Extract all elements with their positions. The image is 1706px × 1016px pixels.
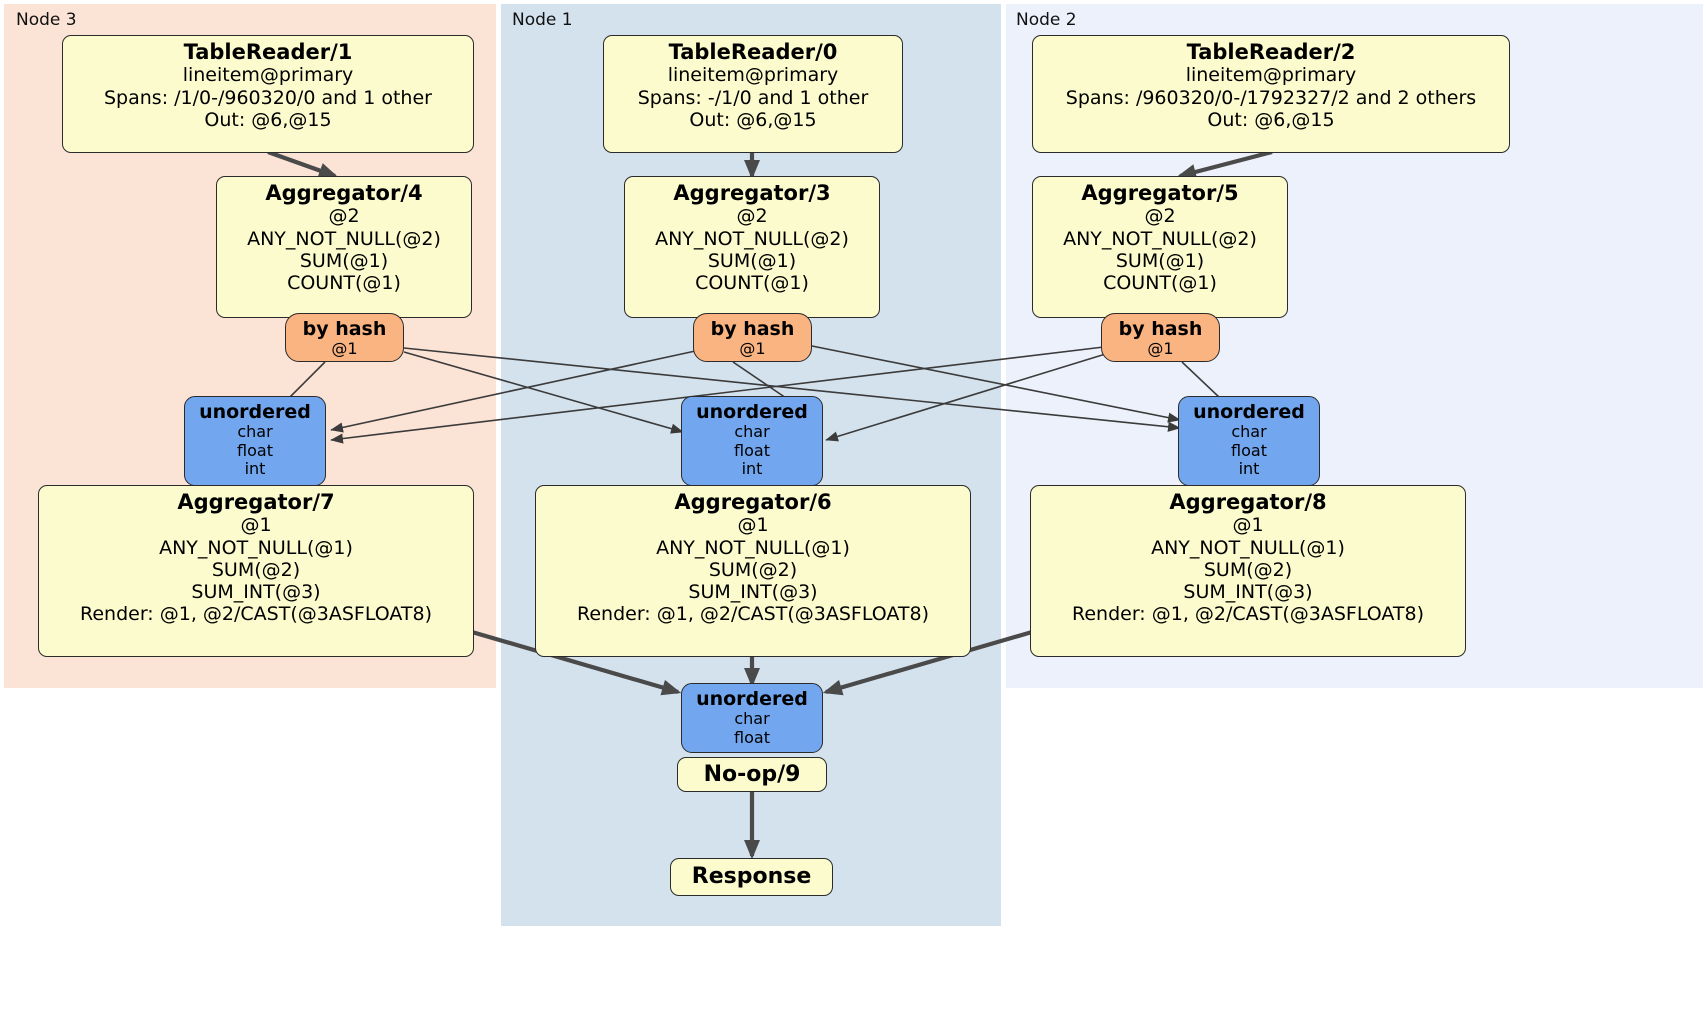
processor-aggregator-6[interactable]: Aggregator/6 @1 ANY_NOT_NULL(@1) SUM(@2)… bbox=[535, 485, 971, 657]
sync-line: int bbox=[244, 459, 266, 479]
node-line: lineitem@primary bbox=[667, 64, 839, 87]
node-line: @1 bbox=[1232, 514, 1264, 537]
node-line: Render: @1, @2/CAST(@3ASFLOAT8) bbox=[80, 603, 432, 626]
node-line: Out: @6,@15 bbox=[204, 108, 332, 131]
node-line: Out: @6,@15 bbox=[689, 108, 817, 131]
node-line: SUM(@1) bbox=[1115, 249, 1205, 272]
node-line: ANY_NOT_NULL(@2) bbox=[247, 227, 441, 250]
processor-tablereader-0[interactable]: TableReader/0 lineitem@primary Spans: -/… bbox=[603, 35, 903, 153]
node-title: Response bbox=[691, 864, 812, 890]
router-title: by hash bbox=[302, 318, 387, 340]
node-line: SUM_INT(@3) bbox=[688, 581, 818, 604]
panel-node-1-label: Node 1 bbox=[512, 10, 573, 30]
node-line: SUM_INT(@3) bbox=[191, 581, 321, 604]
sync-line: char bbox=[237, 422, 273, 442]
synchronizer-unordered-final[interactable]: unordered char float bbox=[681, 683, 823, 753]
router-line: @1 bbox=[1147, 339, 1174, 359]
node-line: @2 bbox=[736, 205, 768, 228]
node-line: Render: @1, @2/CAST(@3ASFLOAT8) bbox=[577, 603, 929, 626]
router-by-hash-node1[interactable]: by hash @1 bbox=[693, 313, 812, 362]
router-by-hash-node2[interactable]: by hash @1 bbox=[1101, 313, 1220, 362]
sync-title: unordered bbox=[696, 688, 808, 710]
node-line: SUM(@2) bbox=[211, 558, 301, 581]
sync-title: unordered bbox=[696, 401, 808, 423]
synchronizer-unordered-node2[interactable]: unordered char float int bbox=[1178, 396, 1320, 486]
node-line: lineitem@primary bbox=[1185, 64, 1357, 87]
node-line: Spans: /1/0-/960320/0 and 1 other bbox=[104, 86, 432, 109]
node-line: COUNT(@1) bbox=[695, 272, 809, 295]
sync-title: unordered bbox=[1193, 401, 1305, 423]
processor-aggregator-5[interactable]: Aggregator/5 @2 ANY_NOT_NULL(@2) SUM(@1)… bbox=[1032, 176, 1288, 318]
node-response[interactable]: Response bbox=[670, 858, 833, 896]
node-line: ANY_NOT_NULL(@1) bbox=[159, 536, 353, 559]
processor-aggregator-3[interactable]: Aggregator/3 @2 ANY_NOT_NULL(@2) SUM(@1)… bbox=[624, 176, 880, 318]
router-line: @1 bbox=[331, 339, 358, 359]
node-title: Aggregator/5 bbox=[1081, 181, 1239, 205]
node-title: Aggregator/4 bbox=[265, 181, 423, 205]
processor-tablereader-1[interactable]: TableReader/1 lineitem@primary Spans: /1… bbox=[62, 35, 474, 153]
node-line: ANY_NOT_NULL(@1) bbox=[656, 536, 850, 559]
sync-line: char bbox=[734, 422, 770, 442]
sync-line: int bbox=[741, 459, 763, 479]
sync-line: char bbox=[734, 709, 770, 729]
node-title: Aggregator/6 bbox=[674, 490, 832, 514]
sync-line: char bbox=[1231, 422, 1267, 442]
node-line: SUM(@1) bbox=[707, 249, 797, 272]
panel-node-3-label: Node 3 bbox=[16, 10, 77, 30]
node-line: COUNT(@1) bbox=[287, 272, 401, 295]
node-line: ANY_NOT_NULL(@1) bbox=[1151, 536, 1345, 559]
node-title: Aggregator/3 bbox=[673, 181, 831, 205]
processor-aggregator-8[interactable]: Aggregator/8 @1 ANY_NOT_NULL(@1) SUM(@2)… bbox=[1030, 485, 1466, 657]
sync-line: float bbox=[1231, 440, 1267, 460]
processor-aggregator-4[interactable]: Aggregator/4 @2 ANY_NOT_NULL(@2) SUM(@1)… bbox=[216, 176, 472, 318]
sync-title: unordered bbox=[199, 401, 311, 423]
node-title: Aggregator/8 bbox=[1169, 490, 1327, 514]
node-line: @2 bbox=[1144, 205, 1176, 228]
sync-line: float bbox=[734, 727, 770, 747]
processor-aggregator-7[interactable]: Aggregator/7 @1 ANY_NOT_NULL(@1) SUM(@2)… bbox=[38, 485, 474, 657]
node-title: TableReader/2 bbox=[1186, 40, 1356, 64]
processor-no-op-9[interactable]: No-op/9 bbox=[677, 757, 827, 792]
node-title: TableReader/1 bbox=[183, 40, 353, 64]
node-line: @2 bbox=[328, 205, 360, 228]
node-line: SUM(@2) bbox=[708, 558, 798, 581]
node-line: SUM_INT(@3) bbox=[1183, 581, 1313, 604]
node-line: @1 bbox=[240, 514, 272, 537]
node-title: Aggregator/7 bbox=[177, 490, 335, 514]
processor-tablereader-2[interactable]: TableReader/2 lineitem@primary Spans: /9… bbox=[1032, 35, 1510, 153]
router-title: by hash bbox=[1118, 318, 1203, 340]
synchronizer-unordered-node3[interactable]: unordered char float int bbox=[184, 396, 326, 486]
node-line: lineitem@primary bbox=[182, 64, 354, 87]
node-line: Render: @1, @2/CAST(@3ASFLOAT8) bbox=[1072, 603, 1424, 626]
node-line: Spans: /960320/0-/1792327/2 and 2 others bbox=[1065, 86, 1477, 109]
node-line: SUM(@1) bbox=[299, 249, 389, 272]
router-title: by hash bbox=[710, 318, 795, 340]
node-line: @1 bbox=[737, 514, 769, 537]
sync-line: float bbox=[734, 440, 770, 460]
node-line: SUM(@2) bbox=[1203, 558, 1293, 581]
node-title: TableReader/0 bbox=[668, 40, 838, 64]
node-title: No-op/9 bbox=[703, 761, 801, 787]
sync-line: int bbox=[1238, 459, 1260, 479]
node-line: ANY_NOT_NULL(@2) bbox=[1063, 227, 1257, 250]
node-line: ANY_NOT_NULL(@2) bbox=[655, 227, 849, 250]
router-by-hash-node3[interactable]: by hash @1 bbox=[285, 313, 404, 362]
panel-node-2-label: Node 2 bbox=[1016, 10, 1077, 30]
node-line: Spans: -/1/0 and 1 other bbox=[637, 86, 869, 109]
node-line: Out: @6,@15 bbox=[1207, 108, 1335, 131]
router-line: @1 bbox=[739, 339, 766, 359]
node-line: COUNT(@1) bbox=[1103, 272, 1217, 295]
synchronizer-unordered-node1[interactable]: unordered char float int bbox=[681, 396, 823, 486]
sync-line: float bbox=[237, 440, 273, 460]
